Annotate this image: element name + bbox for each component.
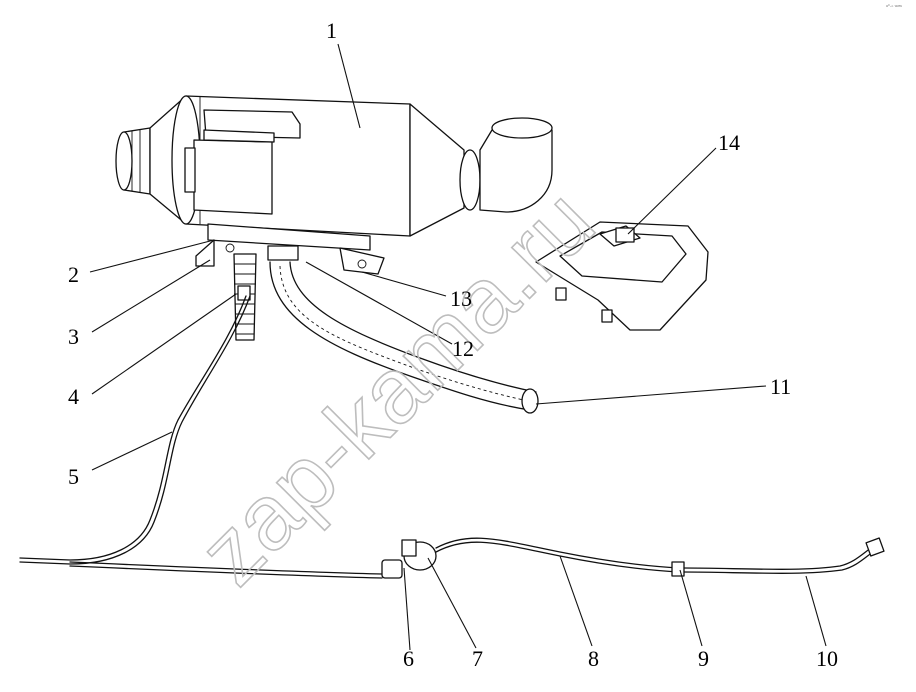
callout-13: 13	[450, 286, 472, 311]
callout-4: 4	[68, 384, 79, 409]
leader-lines	[89, 43, 827, 651]
callout-11: 11	[770, 374, 791, 399]
heater-unit	[115, 95, 553, 275]
callout-8: 8	[588, 646, 599, 671]
control-panel	[535, 221, 709, 331]
callout-14: 14	[718, 130, 740, 155]
fuel-line	[19, 295, 885, 579]
callout-10: 10	[816, 646, 838, 671]
callout-7: 7	[472, 646, 483, 671]
callout-2: 2	[68, 262, 79, 287]
callout-labels: 1 2 3 4 5 6 7 8 9 10 11 12 13 14	[68, 18, 838, 671]
callout-9: 9	[698, 646, 709, 671]
callout-5: 5	[68, 464, 79, 489]
callout-3: 3	[68, 324, 79, 349]
callout-1: 1	[326, 18, 337, 43]
callout-12: 12	[452, 336, 474, 361]
corner-mark: ᵃ°·ⁿ ʷʷʷ	[886, 4, 903, 10]
air-hose-corrugated	[269, 261, 539, 414]
callout-6: 6	[403, 646, 414, 671]
